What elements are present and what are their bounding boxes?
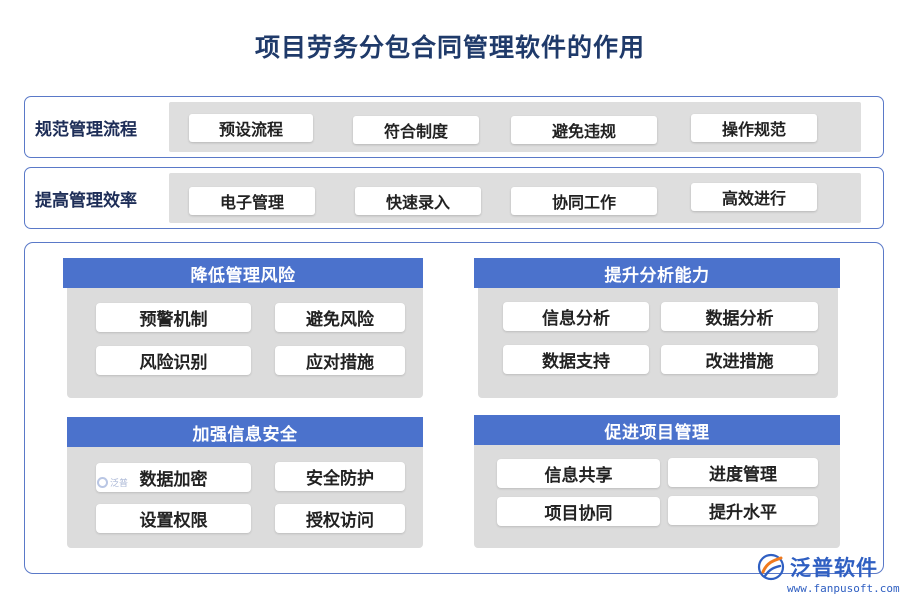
- quadrant-item: 设置权限: [96, 504, 251, 533]
- row-label: 提高管理效率: [35, 190, 137, 211]
- brand-name: 泛普软件: [790, 556, 878, 580]
- quadrant-item: 信息共享: [497, 459, 660, 488]
- item-chip: 高效进行: [691, 183, 817, 211]
- quadrant-item: 数据支持: [503, 345, 649, 374]
- quadrant-heading: 降低管理风险: [63, 258, 423, 288]
- brand-logo: 泛普软件: [756, 552, 878, 582]
- item-chip: 避免违规: [511, 116, 657, 144]
- quadrant-item: 改进措施: [661, 345, 818, 374]
- quadrant-item: 数据分析: [661, 302, 818, 331]
- quadrant-heading: 促进项目管理: [474, 415, 840, 445]
- row-label: 规范管理流程: [35, 119, 137, 140]
- quadrant-item: 安全防护: [275, 462, 405, 491]
- quadrant-item: 风险识别: [96, 346, 251, 375]
- item-chip: 协同工作: [511, 187, 657, 215]
- quadrant-item: 避免风险: [275, 303, 405, 332]
- quadrant-item: 授权访问: [275, 504, 405, 533]
- quadrant-risk-body: [67, 277, 423, 398]
- quadrant-item: 信息分析: [503, 302, 649, 331]
- page-title: 项目劳务分包合同管理软件的作用: [254, 33, 645, 62]
- quadrant-analysis-body: [478, 277, 838, 398]
- quadrant-heading: 加强信息安全: [67, 417, 423, 447]
- brand-url: www.fanpusoft.com: [787, 582, 900, 595]
- item-chip: 符合制度: [353, 116, 479, 144]
- quadrant-item: 预警机制: [96, 303, 251, 332]
- row-items-area: 预设流程 符合制度 避免违规 操作规范: [169, 102, 861, 152]
- item-chip: 快速录入: [355, 187, 481, 215]
- quadrant-project-body: [474, 438, 840, 548]
- item-chip: 预设流程: [189, 114, 313, 142]
- quadrant-item: 数据加密: [96, 463, 251, 492]
- brand-swirl-icon: [757, 553, 785, 581]
- item-chip: 电子管理: [189, 187, 315, 215]
- row-improve-efficiency: 提高管理效率 电子管理 快速录入 协同工作 高效进行: [24, 167, 884, 229]
- quadrant-item: 进度管理: [668, 458, 818, 487]
- quadrant-item: 项目协同: [497, 497, 660, 526]
- quadrant-item: 应对措施: [275, 346, 405, 375]
- row-items-area: 电子管理 快速录入 协同工作 高效进行: [169, 173, 861, 223]
- quadrant-heading: 提升分析能力: [474, 258, 840, 288]
- item-chip: 操作规范: [691, 114, 817, 142]
- quadrant-item: 提升水平: [668, 496, 818, 525]
- row-standardize-process: 规范管理流程 预设流程 符合制度 避免违规 操作规范: [24, 96, 884, 158]
